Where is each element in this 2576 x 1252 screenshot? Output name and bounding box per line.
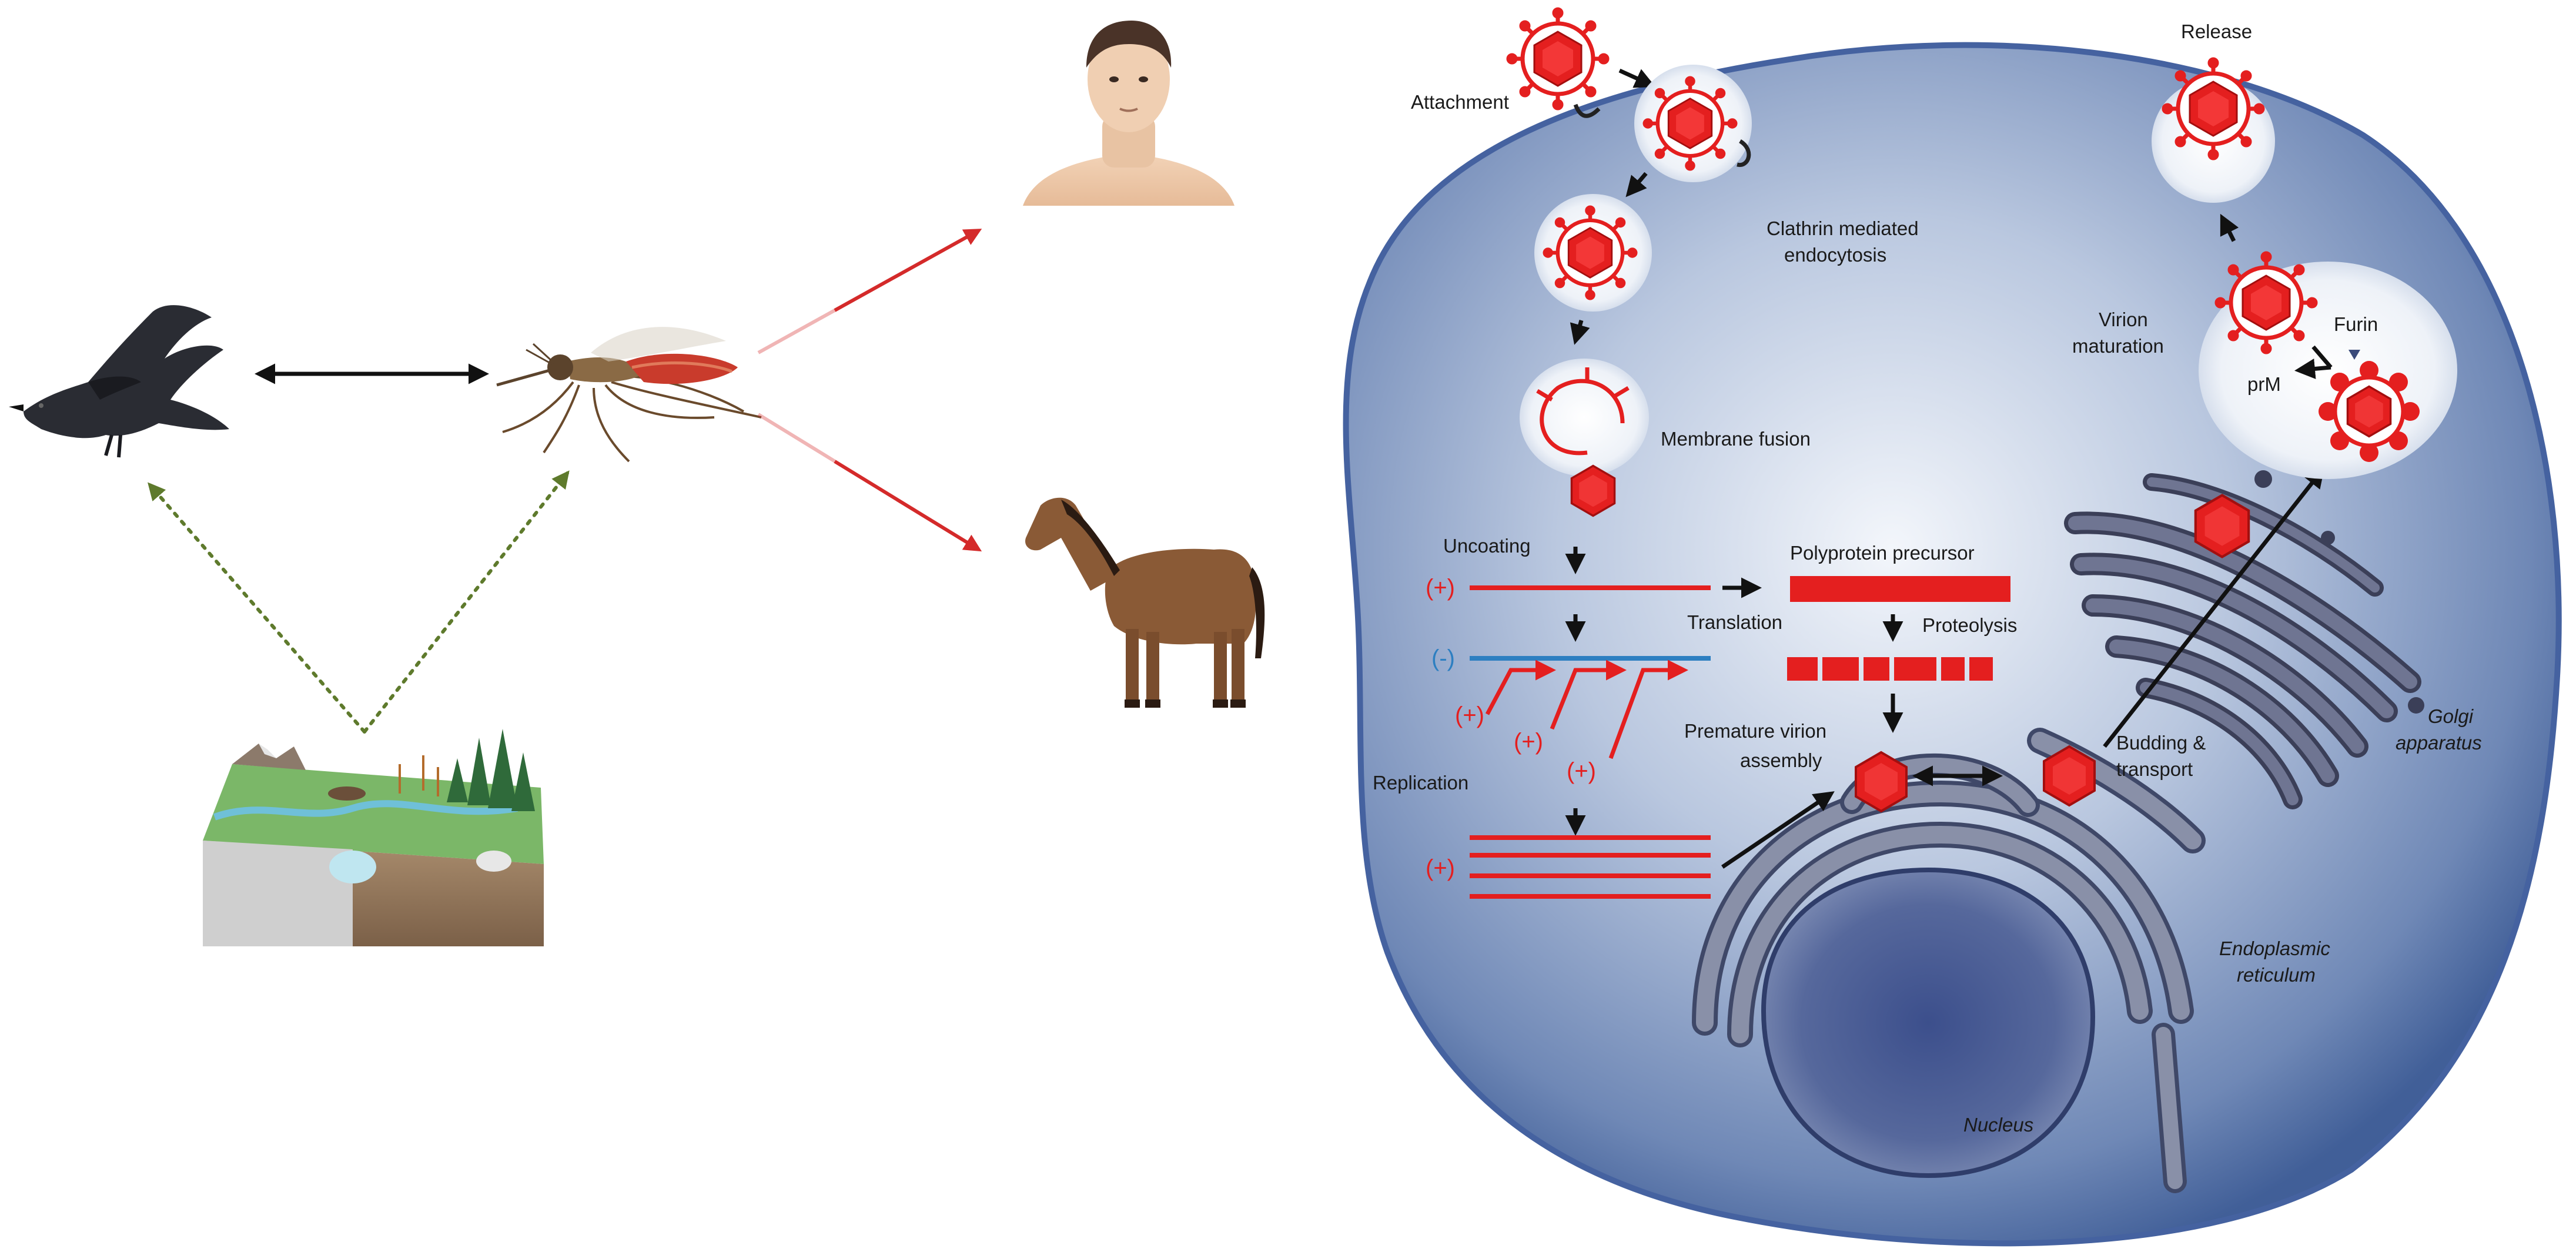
label-virion-2: maturation [2072,335,2164,357]
label-plus-strand-3: (+) [1567,758,1596,784]
label-premature-1: Premature virion [1684,720,1826,742]
label-uncoating: Uncoating [1443,535,1531,557]
mosquito-to-human-arrow [834,229,982,312]
label-membrane-fusion: Membrane fusion [1661,428,1811,450]
label-budding-1: Budding & [2116,732,2206,754]
label-er-2: reticulum [2237,964,2316,986]
endocytosis-arrow [1625,172,1648,197]
cleavage-arrow [2299,345,2333,370]
label-translation: Translation [1687,611,1782,633]
replication-strands [1485,660,1688,759]
polyprotein-bar [1790,576,2010,602]
label-minus-strand: (-) [1431,645,1455,671]
mosquito-to-horse-arrow [834,460,982,552]
mosquito-icon [496,327,762,463]
label-clathrin-2: endocytosis [1784,244,1886,266]
landscape-to-mosquito-arrow [363,470,570,734]
label-er-1: Endoplasmic [2219,938,2330,959]
attachment-virion-icon [1508,9,1607,108]
clathrin-virion-icon [1545,207,1636,299]
label-prm: prM [2247,373,2281,395]
transport-arrow [2103,467,2325,748]
attach-arrow [1618,68,1656,88]
label-plus-strand-4: (+) [1426,855,1455,881]
furin-marker [2348,350,2360,360]
label-furin: Furin [2334,313,2378,335]
label-proteolysis: Proteolysis [1922,614,2017,636]
label-replication: Replication [1373,772,1468,794]
label-golgi-1: Golgi [2428,705,2474,727]
label-premature-2: assembly [1740,749,1822,771]
fusion-vesicle [1520,359,1649,476]
label-attachment: Attachment [1411,91,1509,113]
landscape-to-bird-arrow [148,482,366,734]
label-budding-2: transport [2116,758,2193,780]
bird-icon [9,305,229,458]
nucleus [1761,867,2096,1179]
label-virion-1: Virion [2099,309,2148,330]
cleaved-proteins [1787,657,1993,681]
human-icon [1023,21,1235,206]
replicated-plus-strands [1470,835,1711,899]
released-virion-icon [2164,59,2263,158]
label-polyprotein: Polyprotein precursor [1790,542,1975,564]
label-clathrin-1: Clathrin mediated [1767,217,1919,239]
assembly-arrow [1721,791,1835,869]
label-golgi-2: apparatus [2396,732,2482,754]
label-plus-strand: (+) [1426,575,1455,601]
immature-virion-icon [2217,253,2316,352]
release-arrow [2220,213,2239,242]
fusion-arrow [1570,320,1590,345]
landscape-icon [203,729,544,946]
horse-icon [1025,497,1265,708]
label-release: Release [2181,21,2252,42]
golgi-apparatus [2064,470,2424,809]
label-plus-strand-2: (+) [1514,729,1543,755]
label-plus-strand-1: (+) [1455,702,1484,728]
label-nucleus: Nucleus [1963,1114,2033,1136]
endosome-virion-icon [1645,78,1736,169]
mature-virion-icon [2319,361,2420,462]
